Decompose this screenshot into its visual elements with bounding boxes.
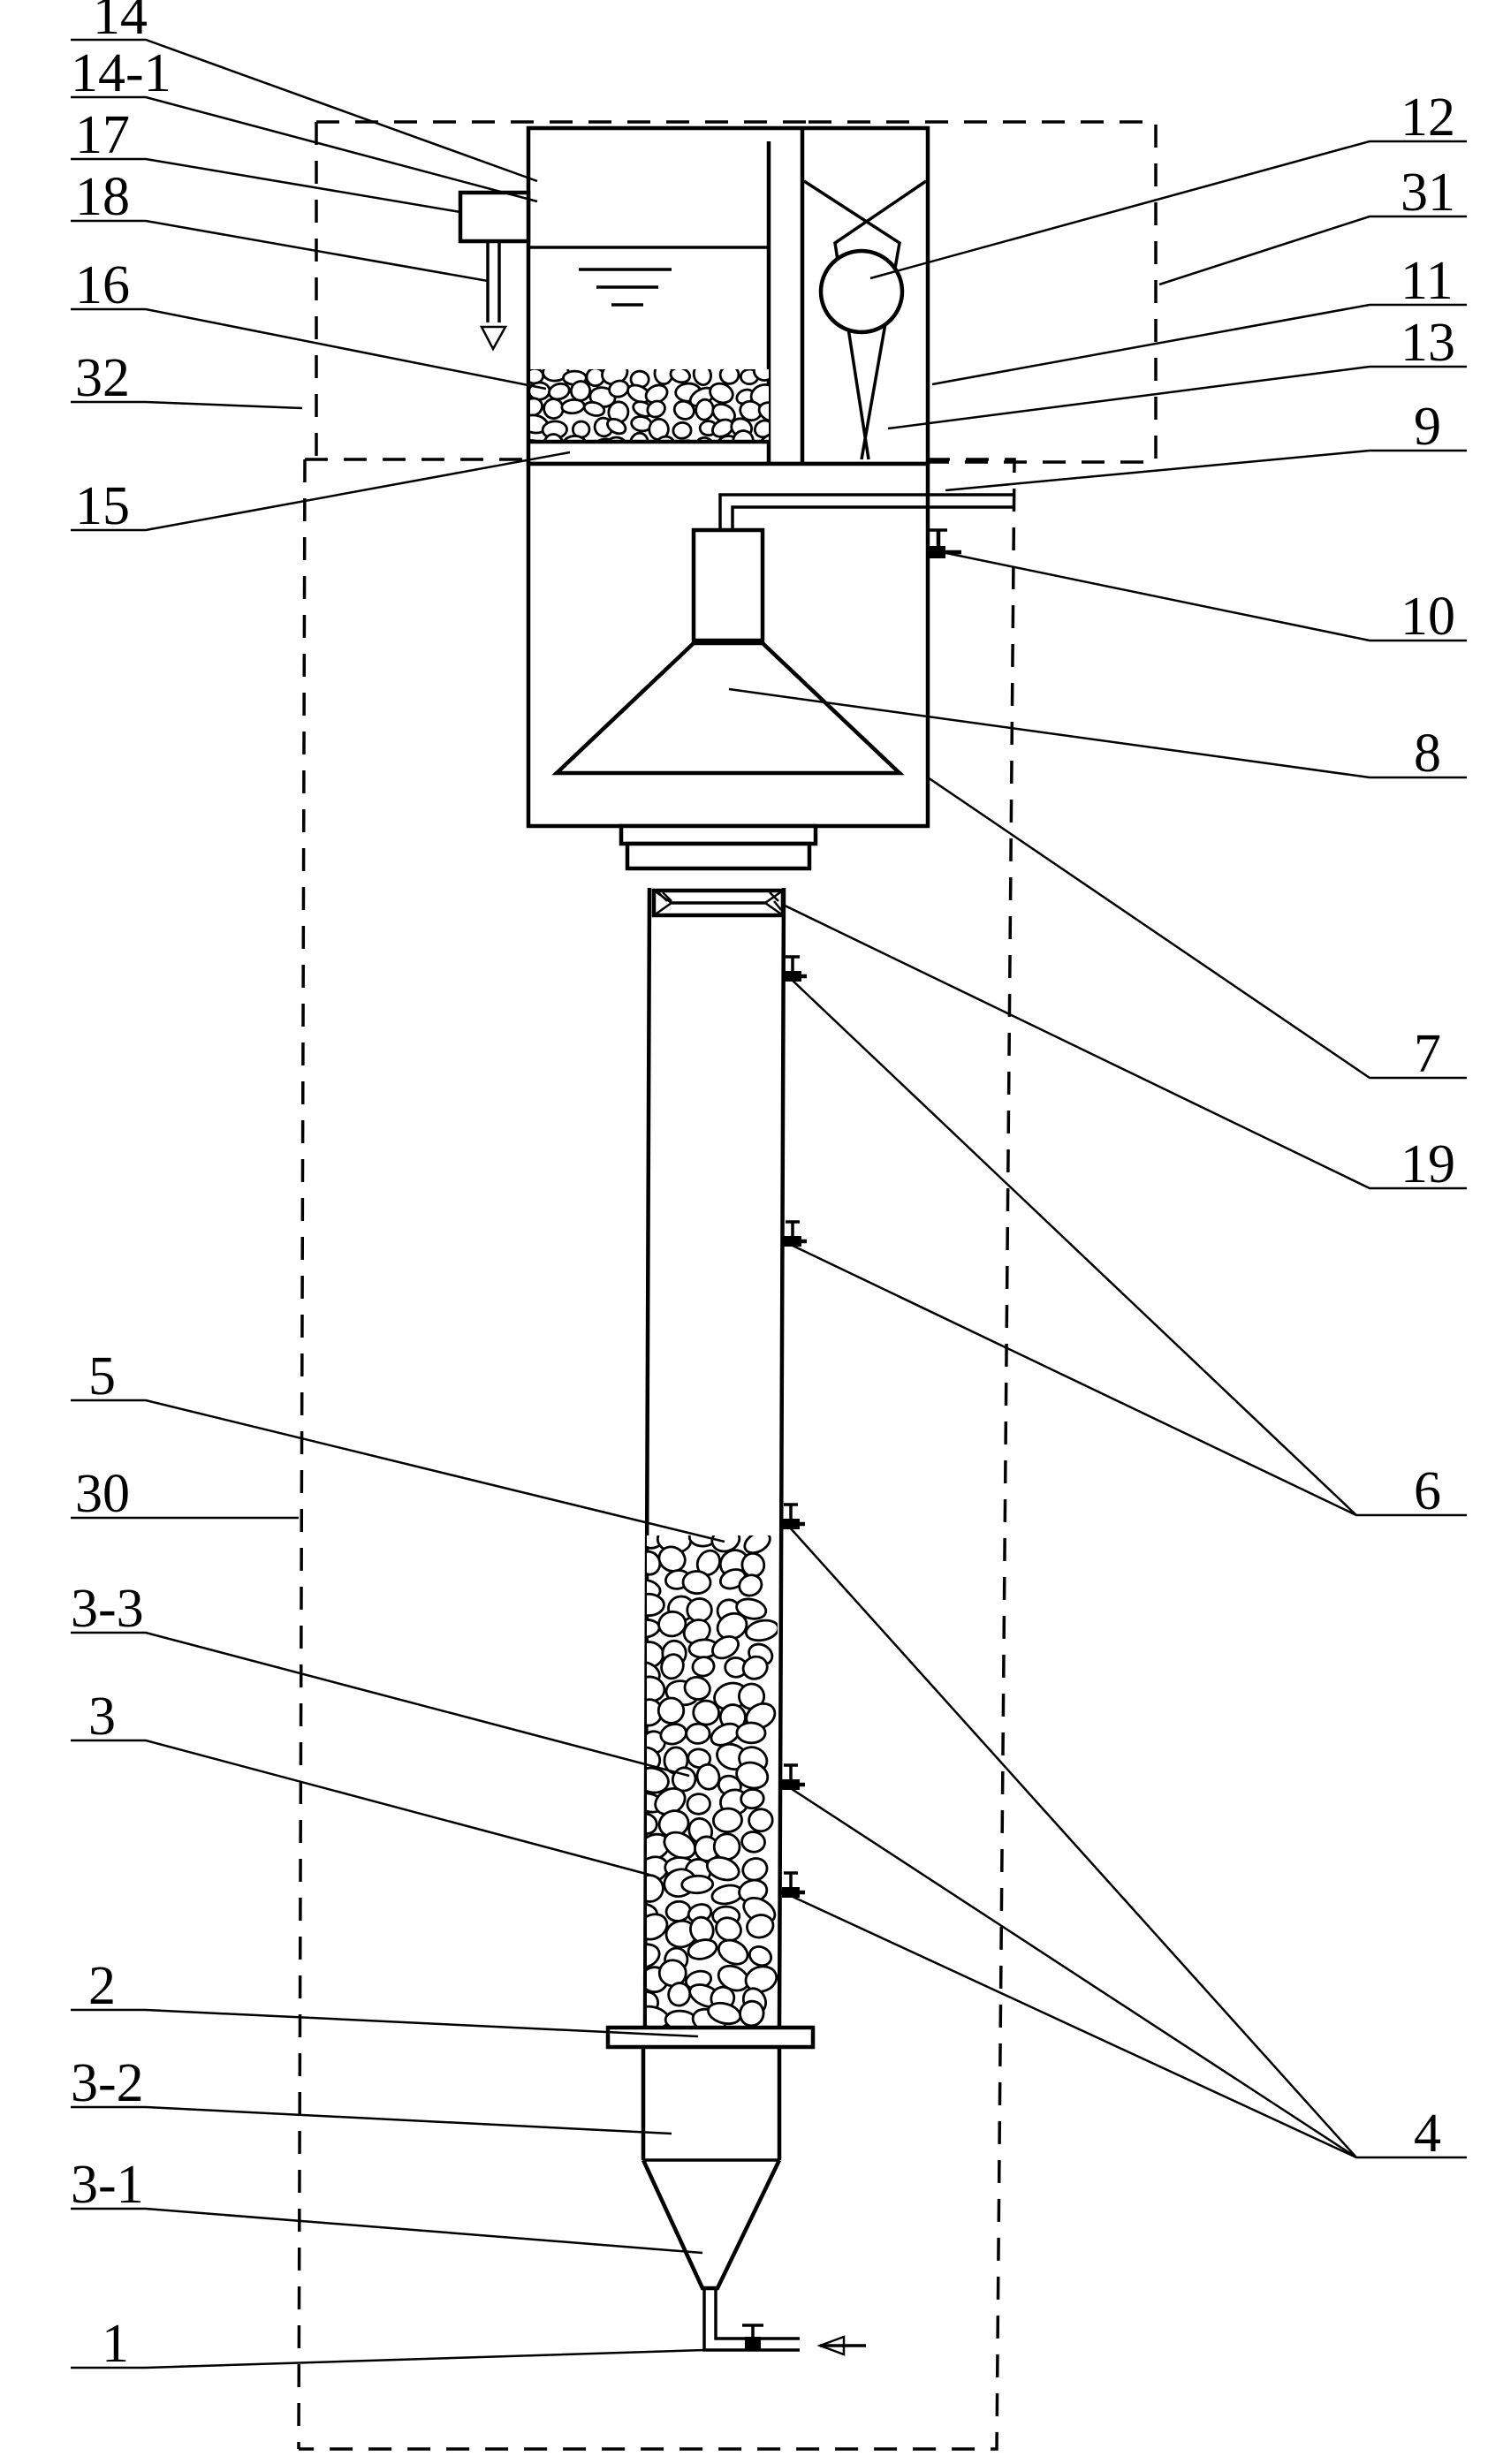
label-30: 30	[75, 1464, 130, 1524]
weir-box-17	[458, 190, 531, 322]
support-plate-2	[605, 2025, 816, 2050]
label-19: 19	[1401, 1134, 1455, 1194]
inlet-pipe-1	[702, 2288, 866, 2356]
label-8: 8	[1414, 724, 1441, 784]
label-13: 13	[1401, 313, 1455, 373]
enclosure-32	[315, 120, 809, 459]
label-3-2: 3-2	[71, 2053, 144, 2113]
labels: 14 14-1 17 18 16 32 15 12 31 11 13 9 10 …	[71, 0, 1455, 2374]
label-16: 16	[75, 255, 130, 315]
label-18: 18	[75, 167, 130, 227]
label-31: 31	[1401, 163, 1455, 223]
hood-8	[551, 527, 905, 776]
label-3-1: 3-1	[71, 2155, 144, 2215]
label-3: 3	[88, 1687, 116, 1747]
fan-12	[818, 248, 905, 335]
label-7: 7	[1414, 1024, 1441, 1084]
gas-pipe-9	[718, 493, 1014, 530]
column-media-3-3	[647, 1535, 778, 2026]
label-3-3: 3-3	[71, 1579, 144, 1639]
label-4: 4	[1414, 2104, 1441, 2164]
label-15: 15	[75, 476, 130, 536]
label-6: 6	[1414, 1461, 1441, 1521]
enclosure-31	[809, 120, 1158, 464]
sampling-valves-4	[780, 1503, 805, 1898]
cone-3-1	[641, 2159, 782, 2291]
separator-19	[651, 888, 786, 918]
label-2: 2	[88, 1956, 116, 2016]
leader-lines	[71, 38, 1467, 2369]
filter-media-16	[530, 369, 769, 442]
label-32: 32	[75, 348, 130, 408]
flange-top	[619, 823, 818, 871]
label-14: 14	[93, 0, 148, 46]
label-10: 10	[1401, 587, 1455, 647]
label-1: 1	[102, 2314, 129, 2374]
reactor-column-3	[642, 887, 786, 2028]
bottom-chamber-3-2	[641, 2047, 782, 2162]
label-9: 9	[1414, 397, 1441, 457]
label-5: 5	[88, 1346, 116, 1406]
label-12: 12	[1401, 87, 1455, 148]
outlet-arrow-18	[479, 325, 508, 352]
label-17: 17	[75, 105, 130, 165]
sampling-valves-6	[782, 955, 807, 1247]
cyclone-13	[803, 179, 927, 460]
label-11: 11	[1401, 251, 1454, 311]
label-14-1: 14-1	[71, 43, 171, 103]
